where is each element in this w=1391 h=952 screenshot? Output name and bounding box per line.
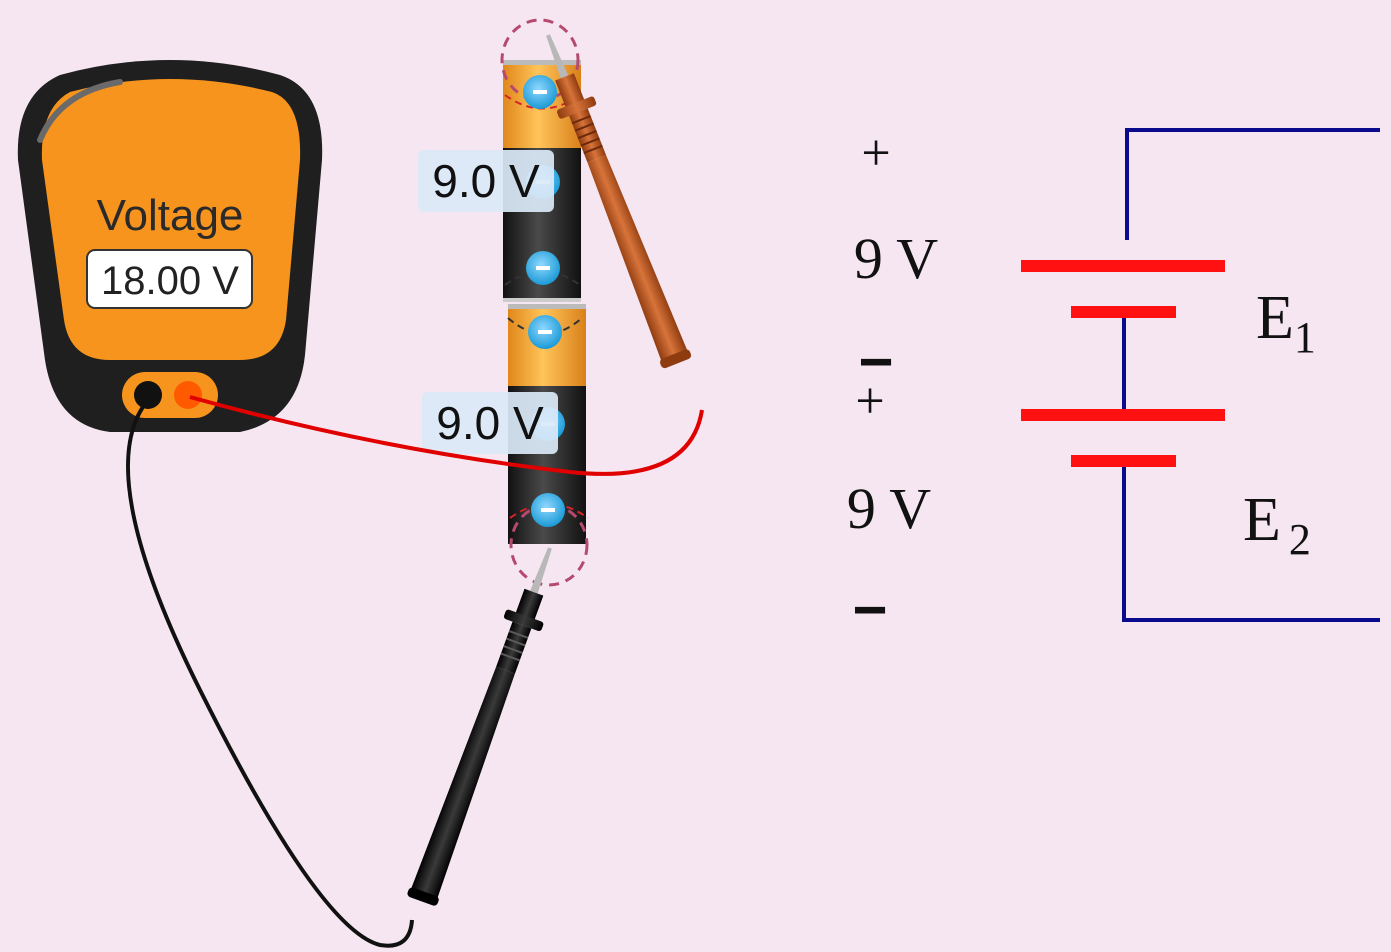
- battery-e2-long-plate: [1021, 409, 1225, 421]
- circuit-wire-top: [1125, 128, 1380, 240]
- black-lead-wire[interactable]: [126, 398, 414, 948]
- e2-label-subscript: 2: [1289, 515, 1311, 564]
- e1-plus-sign: +: [861, 125, 890, 182]
- voltmeter-highlight: [37, 79, 123, 143]
- battery-e1-long-plate: [1021, 260, 1225, 272]
- circuit-wire-bottom: [1122, 460, 1380, 622]
- battery-1-label-bg: [418, 150, 554, 212]
- battery-1-label: 9.0 V: [432, 155, 540, 207]
- battery-2-label-bg: [422, 392, 558, 454]
- voltmeter[interactable]: Voltage 18.00 V: [17, 60, 323, 432]
- voltmeter-readout-box: [86, 249, 253, 309]
- red-lead-wire[interactable]: [189, 395, 704, 476]
- battery-2-label: 9.0 V: [436, 397, 544, 449]
- e2-label-name: E: [1243, 486, 1281, 554]
- battery-stack[interactable]: 9.0 V 9.0 V: [418, 18, 589, 587]
- bottom-terminal-ring[interactable]: [509, 503, 589, 587]
- canvas-border: [1383, 0, 1391, 952]
- battery-e1-short-plate: [1071, 306, 1176, 318]
- e1-label: E1: [1256, 284, 1316, 362]
- e2-minus-sign: −: [852, 576, 887, 643]
- e1-label-subscript: 1: [1294, 313, 1316, 362]
- voltmeter-readout: 18.00 V: [101, 259, 239, 303]
- black-probe[interactable]: [403, 541, 569, 908]
- e2-plus-sign: +: [855, 373, 884, 430]
- e1-minus-sign: −: [858, 328, 893, 395]
- e2-voltage-label: 9 V: [847, 476, 931, 541]
- top-terminal-ring[interactable]: [500, 18, 580, 102]
- black-jack[interactable]: [134, 381, 162, 409]
- red-probe[interactable]: [529, 28, 696, 371]
- battery-e2-short-plate: [1071, 455, 1176, 467]
- e1-voltage-label: 9 V: [854, 226, 938, 291]
- red-jack[interactable]: [174, 381, 202, 409]
- e1-label-name: E: [1256, 284, 1294, 352]
- voltmeter-title: Voltage: [97, 191, 244, 240]
